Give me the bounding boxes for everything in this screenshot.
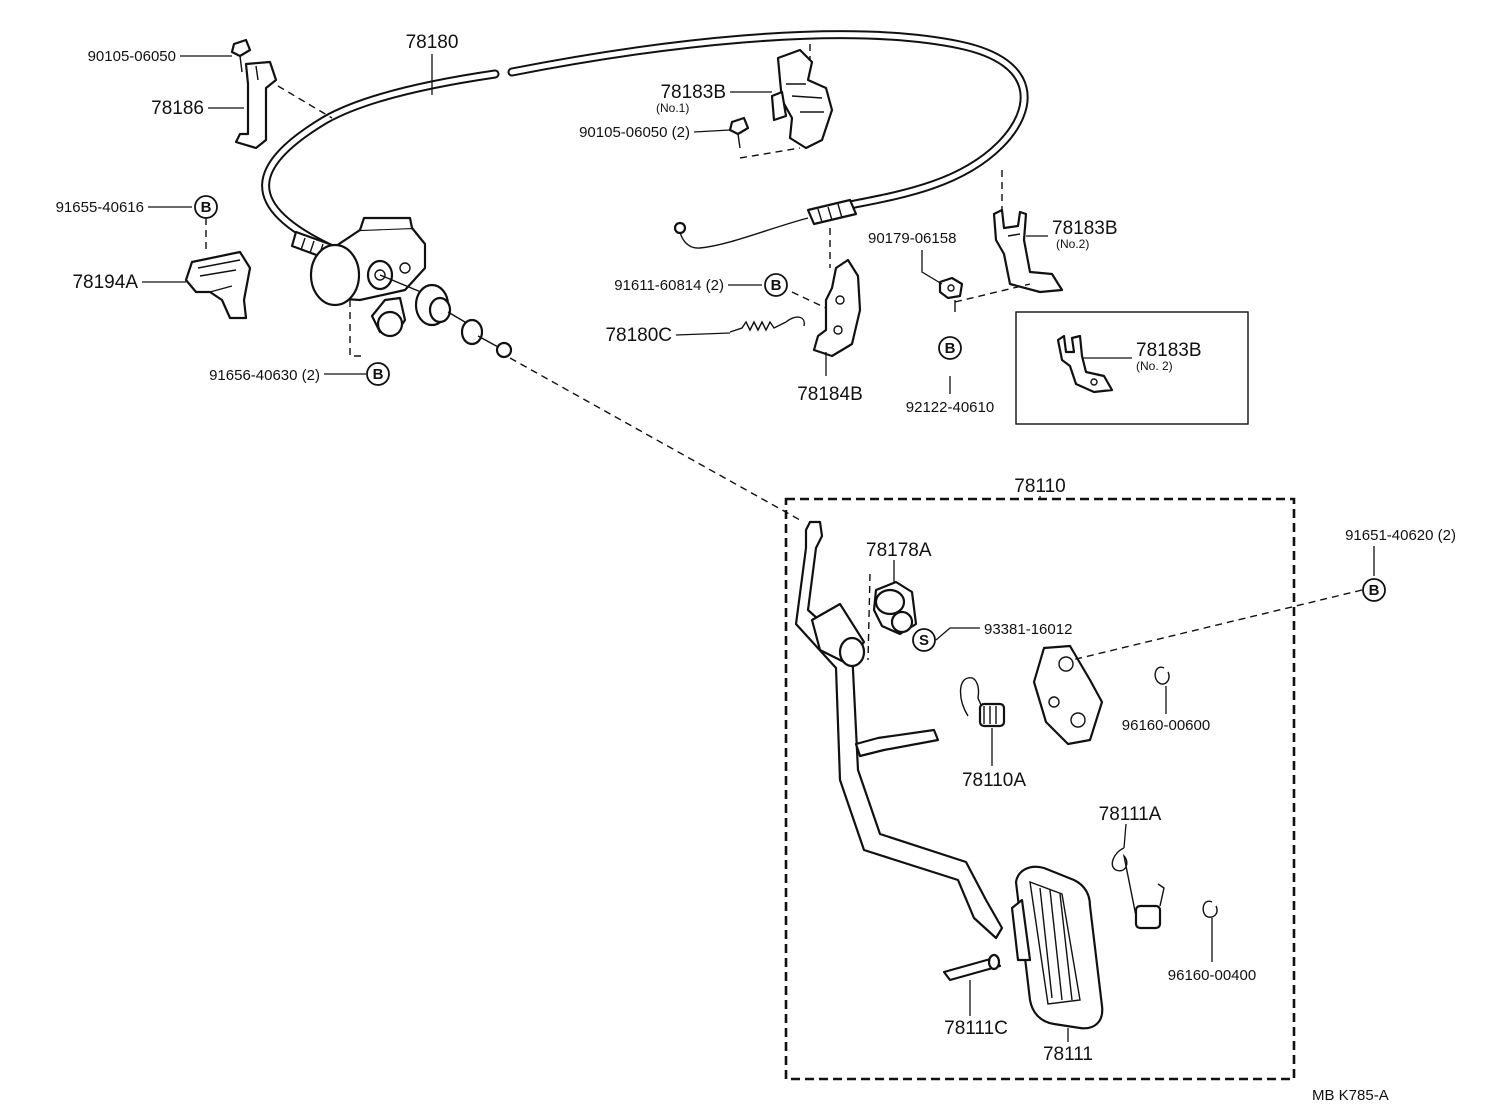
label-stopper: 78178A xyxy=(866,540,932,561)
label-e-ring-upper: 96160-00600 xyxy=(1122,717,1210,734)
return-spring xyxy=(959,677,1006,728)
label-spring-small: 78180C xyxy=(605,325,672,346)
svg-text:B: B xyxy=(1369,582,1380,599)
dashed-clip-b-to-plate xyxy=(1071,589,1363,661)
label-inset-bracket-sub: (No. 2) xyxy=(1136,359,1173,373)
svg-text:B: B xyxy=(201,199,212,216)
dashed-nut-to-bracket xyxy=(954,283,1031,303)
badge-b-right: B xyxy=(938,336,962,360)
dashed-clamp-to-cable xyxy=(277,85,333,119)
e-ring-lower xyxy=(1202,900,1218,918)
stopper xyxy=(872,580,918,636)
pedal-pivot-pin xyxy=(854,728,940,758)
svg-text:S: S xyxy=(919,632,929,649)
label-bolt-top: 90105-06050 xyxy=(88,48,176,65)
label-clip-b-left: 91655-40616 xyxy=(56,199,144,216)
label-inset-bracket: 78183B xyxy=(1136,340,1202,361)
footer-code: MB K785-A xyxy=(1312,1087,1389,1104)
inset-box xyxy=(1015,311,1249,425)
label-pin: 78111C xyxy=(944,1018,1008,1039)
badge-b-left: B xyxy=(194,195,218,219)
support-bracket xyxy=(812,258,862,358)
label-bracket-right: 78183B xyxy=(1052,218,1118,239)
inset-bracket xyxy=(1056,334,1114,394)
label-clamp-left: 78186 xyxy=(151,98,204,119)
spring-small xyxy=(729,316,805,333)
bracket-left xyxy=(184,250,252,320)
badge-b-far-right: B xyxy=(1362,578,1386,602)
leader-lines xyxy=(142,54,1375,1042)
label-bracket-upper: 78183B xyxy=(660,82,726,103)
e-ring-upper xyxy=(1154,666,1170,685)
clamp-left xyxy=(234,60,278,150)
label-clip-b-mid: 91611-60814 (2) xyxy=(614,277,724,294)
bolt-mid xyxy=(728,116,750,149)
label-e-ring-lower: 96160-00400 xyxy=(1168,967,1256,984)
pedal-spring xyxy=(1111,847,1165,930)
label-bracket-upper-sub: (No.1) xyxy=(656,101,689,115)
bracket-right xyxy=(992,208,1064,294)
label-pedal-pad: 78111 xyxy=(1043,1044,1093,1065)
dashed-clip-to-support xyxy=(791,291,827,309)
label-cable: 78180 xyxy=(406,32,459,53)
label-clip-b-far-right: 91651-40620 (2) xyxy=(1345,527,1456,544)
label-support: 78184B xyxy=(797,384,863,405)
nut xyxy=(938,276,964,300)
dashed-stopper xyxy=(867,573,871,661)
label-bracket-left: 78194A xyxy=(72,272,138,293)
dashed-bolt-mid xyxy=(739,147,801,159)
label-bracket-right-sub: (No.2) xyxy=(1056,237,1089,251)
badge-b-mid: B xyxy=(764,273,788,297)
label-nut: 90179-06158 xyxy=(868,230,956,247)
bracket-upper xyxy=(770,48,834,150)
label-return-spring: 78110A xyxy=(962,770,1026,791)
svg-text:B: B xyxy=(771,277,782,294)
svg-text:B: B xyxy=(373,366,384,383)
pedal-plate xyxy=(1032,644,1104,746)
pedal-pad xyxy=(1010,865,1104,1030)
pedal-bushing xyxy=(810,602,866,668)
badge-s: S xyxy=(912,628,936,652)
label-pedal-spring: 78111A xyxy=(1099,804,1162,825)
throttle-linkage xyxy=(309,216,513,359)
label-pedal-assy: 78110 xyxy=(1014,476,1065,497)
label-clip-s: 93381-16012 xyxy=(984,621,1072,638)
pedal-pin xyxy=(942,953,1002,982)
svg-text:B: B xyxy=(945,340,956,357)
badge-b-lower-left: B xyxy=(366,362,390,386)
dashed-throttle-to-pedal xyxy=(509,357,801,521)
bolt-top-left xyxy=(230,38,252,73)
label-bolt-mid: 90105-06050 (2) xyxy=(579,124,690,141)
label-clip-b-lower: 91656-40630 (2) xyxy=(209,367,320,384)
label-clip-b-right-bottom: 92122-40610 xyxy=(906,399,994,416)
pedal-arm xyxy=(794,520,1004,940)
